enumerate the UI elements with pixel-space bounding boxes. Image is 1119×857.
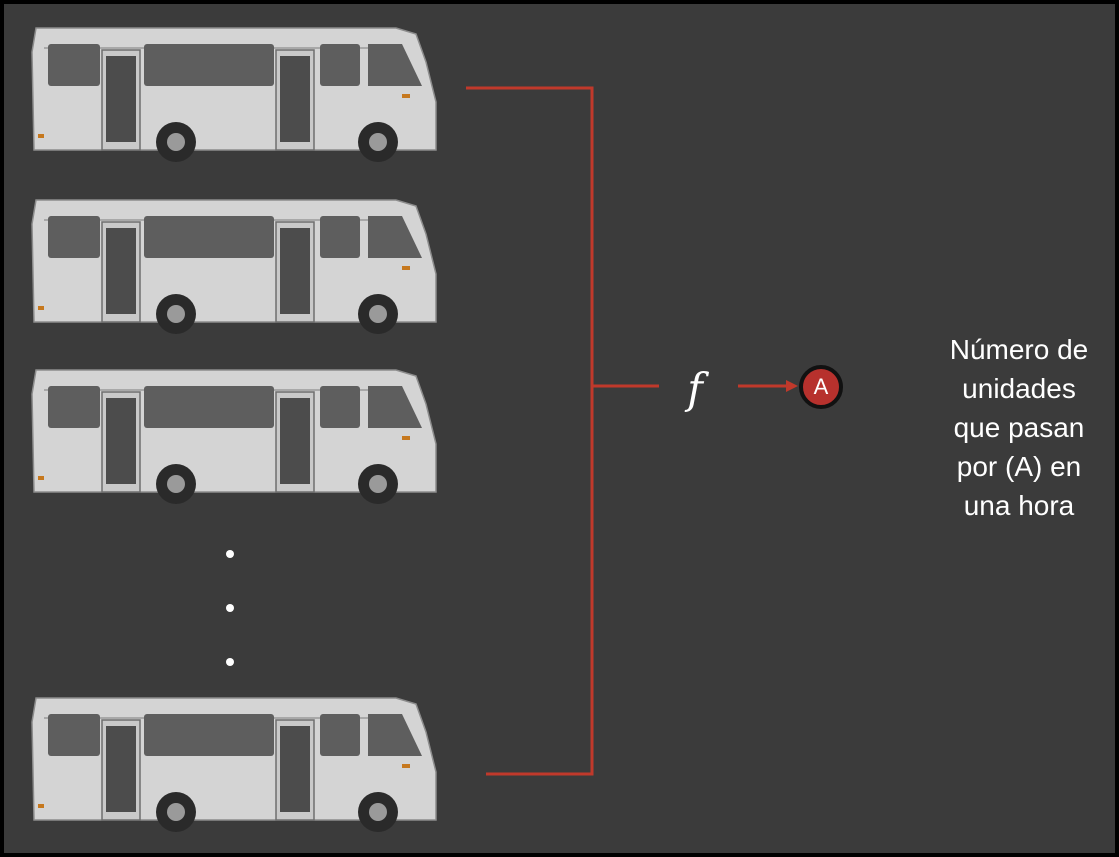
ellipsis-dot [226, 550, 234, 558]
ellipsis-dot [226, 604, 234, 612]
caption-line: que pasan [953, 412, 1085, 443]
bus-icon [24, 194, 444, 334]
caption-text: Número de unidades que pasan por (A) en … [928, 330, 1110, 525]
frequency-symbol: f [687, 364, 703, 413]
caption-line: unidades [962, 373, 1076, 404]
bus-icon [24, 364, 444, 504]
caption-line: Número de [949, 334, 1089, 365]
point-a-node: A [799, 365, 843, 409]
caption-line: por (A) en [956, 451, 1082, 482]
caption-line: una hora [963, 490, 1075, 521]
bracket-connector [466, 86, 594, 776]
arrow-head [786, 380, 798, 392]
ellipsis-dot [226, 658, 234, 666]
bus-icon [24, 22, 444, 162]
connector-lines [466, 86, 798, 776]
bus-icon [24, 692, 444, 832]
